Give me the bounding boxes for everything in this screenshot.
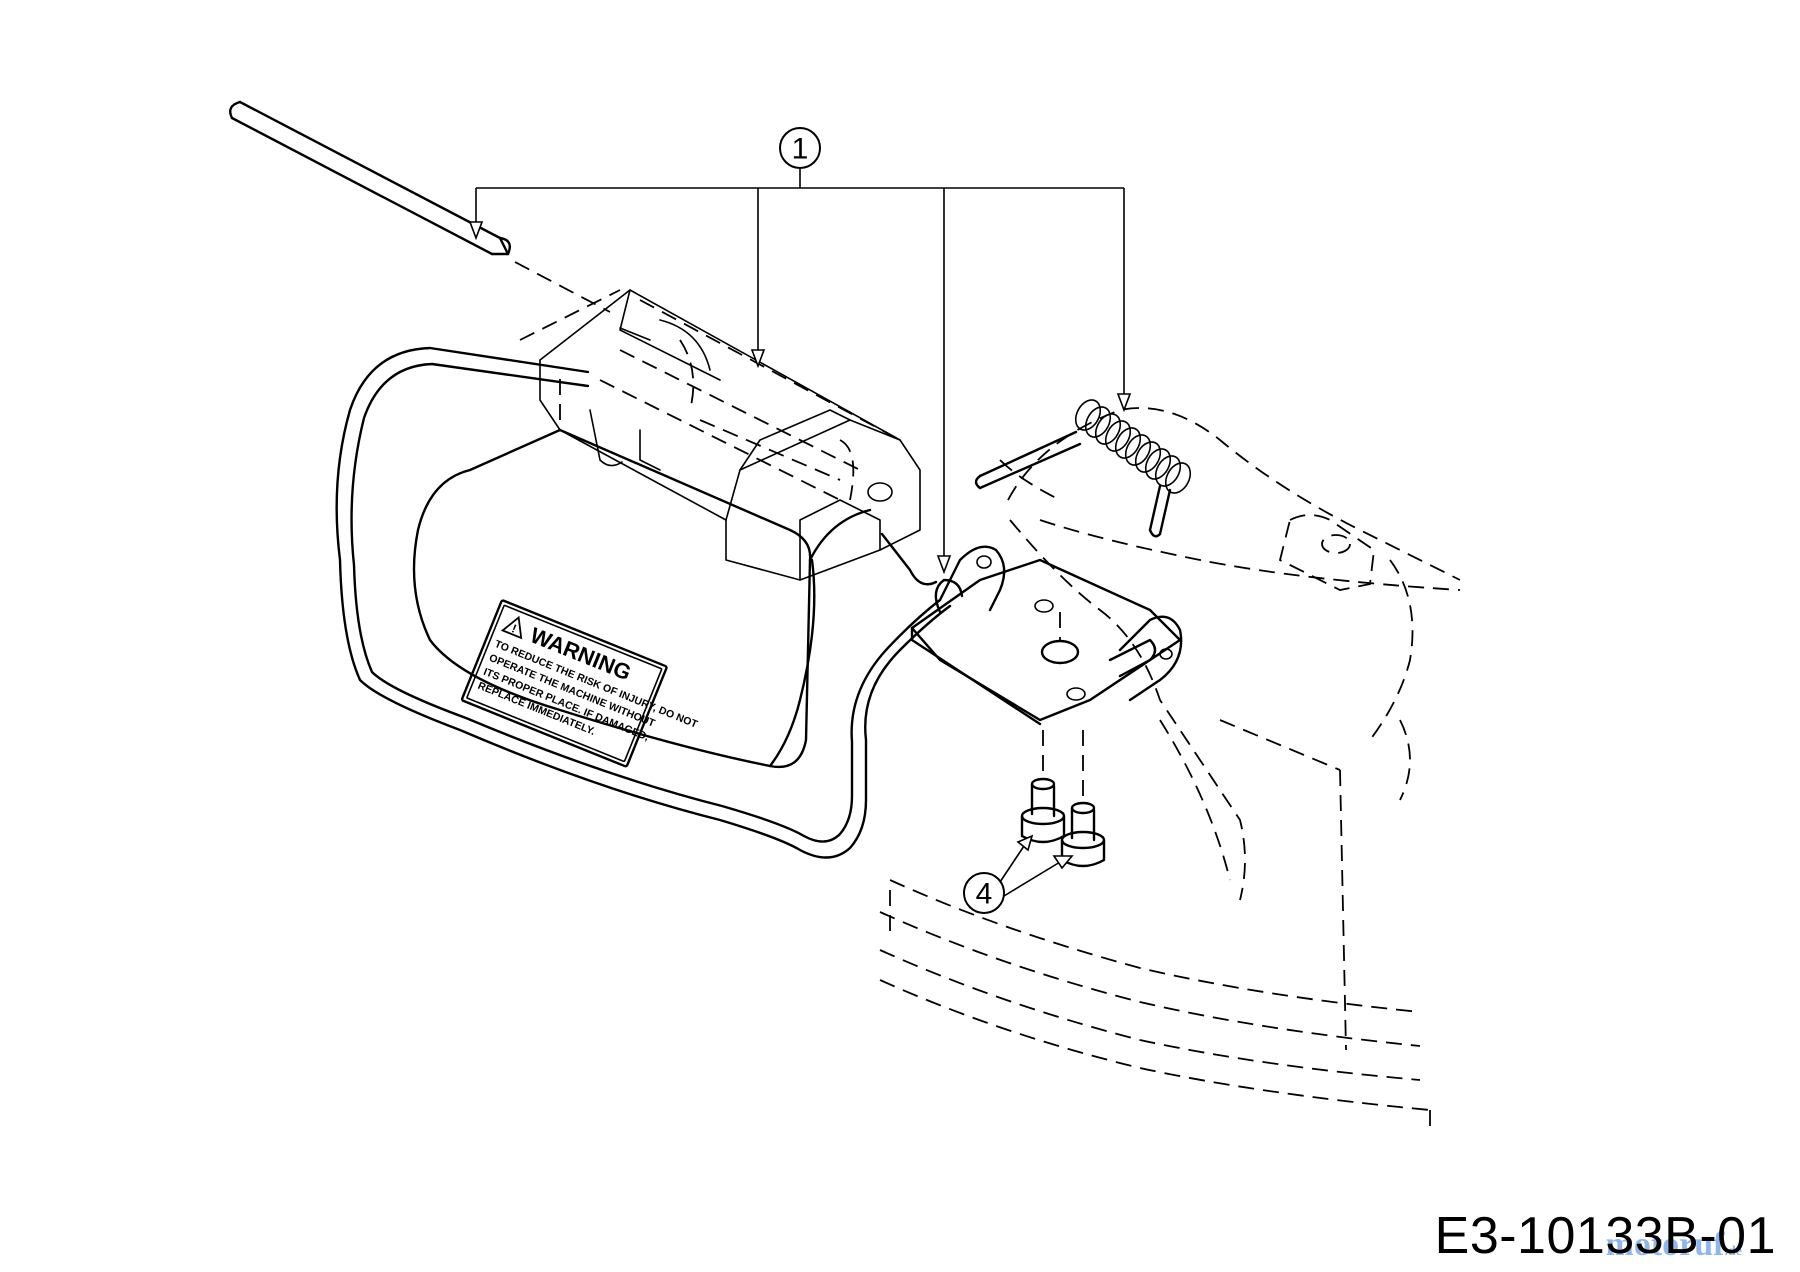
callout-4-circle — [963, 872, 1005, 914]
callout-4: 4 — [963, 834, 1074, 914]
hinge-bracket — [519, 289, 938, 586]
bolt-right — [1060, 730, 1106, 868]
svg-text:!: ! — [510, 621, 519, 635]
mower-deck-outline — [879, 407, 1461, 1130]
callout-4-number: 4 — [976, 878, 993, 911]
bolt-left — [1020, 730, 1066, 844]
mounting-bracket — [910, 545, 1183, 726]
torsion-spring — [974, 399, 1192, 538]
deflector-shield — [335, 346, 952, 859]
warning-decal: ! WARNING TO REDUCE THE RISK OF INJURY, … — [460, 599, 700, 768]
watermark-logo: motoruf.de — [1605, 1226, 1742, 1263]
part-code-label: E3-10133B-01 — [1434, 1207, 1776, 1265]
hinge-pin — [229, 100, 611, 313]
callout-1-circle — [779, 127, 821, 169]
callout-1: 1 — [468, 127, 1132, 575]
callout-1-number: 1 — [792, 133, 809, 166]
